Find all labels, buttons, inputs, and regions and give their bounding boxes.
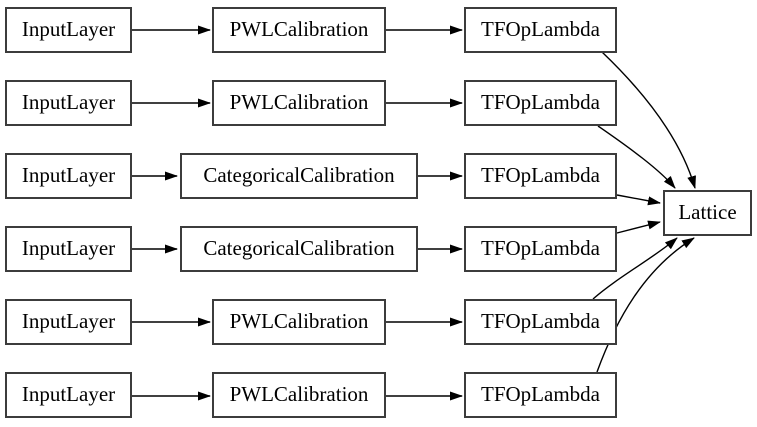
node-pwl-calibration-6: PWLCalibration [212,372,386,418]
node-label: InputLayer [21,308,116,333]
node-input-layer-2: InputLayer [5,80,132,126]
node-label: TFOpLambda [481,162,600,187]
edge-op-lattice-1 [601,51,696,189]
node-label: PWLCalibration [229,381,369,406]
node-tfop-lambda-3: TFOpLambda [464,153,617,199]
node-input-layer-6: InputLayer [5,372,132,418]
node-tfop-lambda-5: TFOpLambda [464,299,617,345]
node-categorical-calibration-3: CategoricalCalibration [180,153,418,199]
node-label: TFOpLambda [481,308,600,333]
node-tfop-lambda-2: TFOpLambda [464,80,617,126]
node-lattice: Lattice [663,190,752,236]
node-input-layer-5: InputLayer [5,299,132,345]
node-label: TFOpLambda [481,381,600,406]
node-label: InputLayer [21,235,116,260]
node-tfop-lambda-6: TFOpLambda [464,372,617,418]
edge-op-lattice-5 [592,237,678,300]
node-label: CategoricalCalibration [203,235,395,260]
edge-op-lattice-2 [597,125,676,189]
node-tfop-lambda-1: TFOpLambda [464,7,617,53]
node-input-layer-3: InputLayer [5,153,132,199]
node-label: InputLayer [21,381,116,406]
node-label: Lattice [678,199,737,224]
edge-op-lattice-6 [596,237,695,373]
node-input-layer-1: InputLayer [5,7,132,53]
node-pwl-calibration-1: PWLCalibration [212,7,386,53]
node-label: InputLayer [21,162,116,187]
node-pwl-calibration-2: PWLCalibration [212,80,386,126]
node-label: TFOpLambda [481,235,600,260]
node-input-layer-4: InputLayer [5,226,132,272]
node-label: PWLCalibration [229,308,369,333]
node-label: PWLCalibration [229,16,369,41]
node-label: TFOpLambda [481,89,600,114]
node-label: InputLayer [21,16,116,41]
edge-op-lattice-3 [616,194,661,206]
edge-op-lattice-4 [616,220,661,234]
node-label: InputLayer [21,89,116,114]
node-label: PWLCalibration [229,89,369,114]
node-pwl-calibration-5: PWLCalibration [212,299,386,345]
node-label: CategoricalCalibration [203,162,395,187]
node-label: TFOpLambda [481,16,600,41]
node-categorical-calibration-4: CategoricalCalibration [180,226,418,272]
node-tfop-lambda-4: TFOpLambda [464,226,617,272]
